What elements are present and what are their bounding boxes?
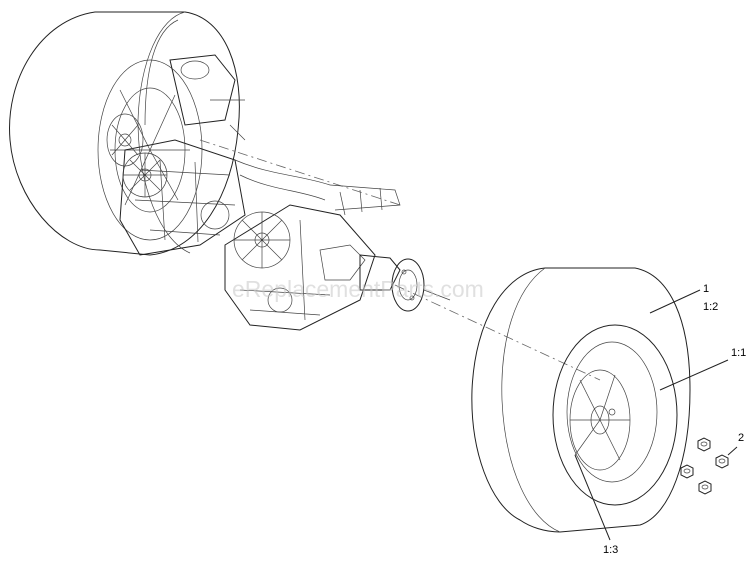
watermark-text: eReplacementParts.com	[232, 276, 484, 302]
callout-leaders	[574, 289, 738, 541]
right-wheel-tire	[471, 267, 691, 533]
right-transaxle	[224, 204, 376, 331]
callout-1-2: 1:2	[703, 301, 718, 313]
right-axle-housing	[359, 254, 601, 381]
axle-centerline	[199, 139, 401, 216]
left-transaxle	[119, 54, 246, 256]
left-wheel-hub	[106, 113, 144, 167]
callout-1: 1	[703, 283, 709, 295]
callout-1-1: 1:1	[731, 347, 746, 359]
callout-1-3: 1:3	[603, 544, 618, 556]
lug-nuts	[680, 437, 729, 495]
callout-2: 2	[738, 432, 744, 444]
left-wheel-tire	[9, 11, 240, 256]
